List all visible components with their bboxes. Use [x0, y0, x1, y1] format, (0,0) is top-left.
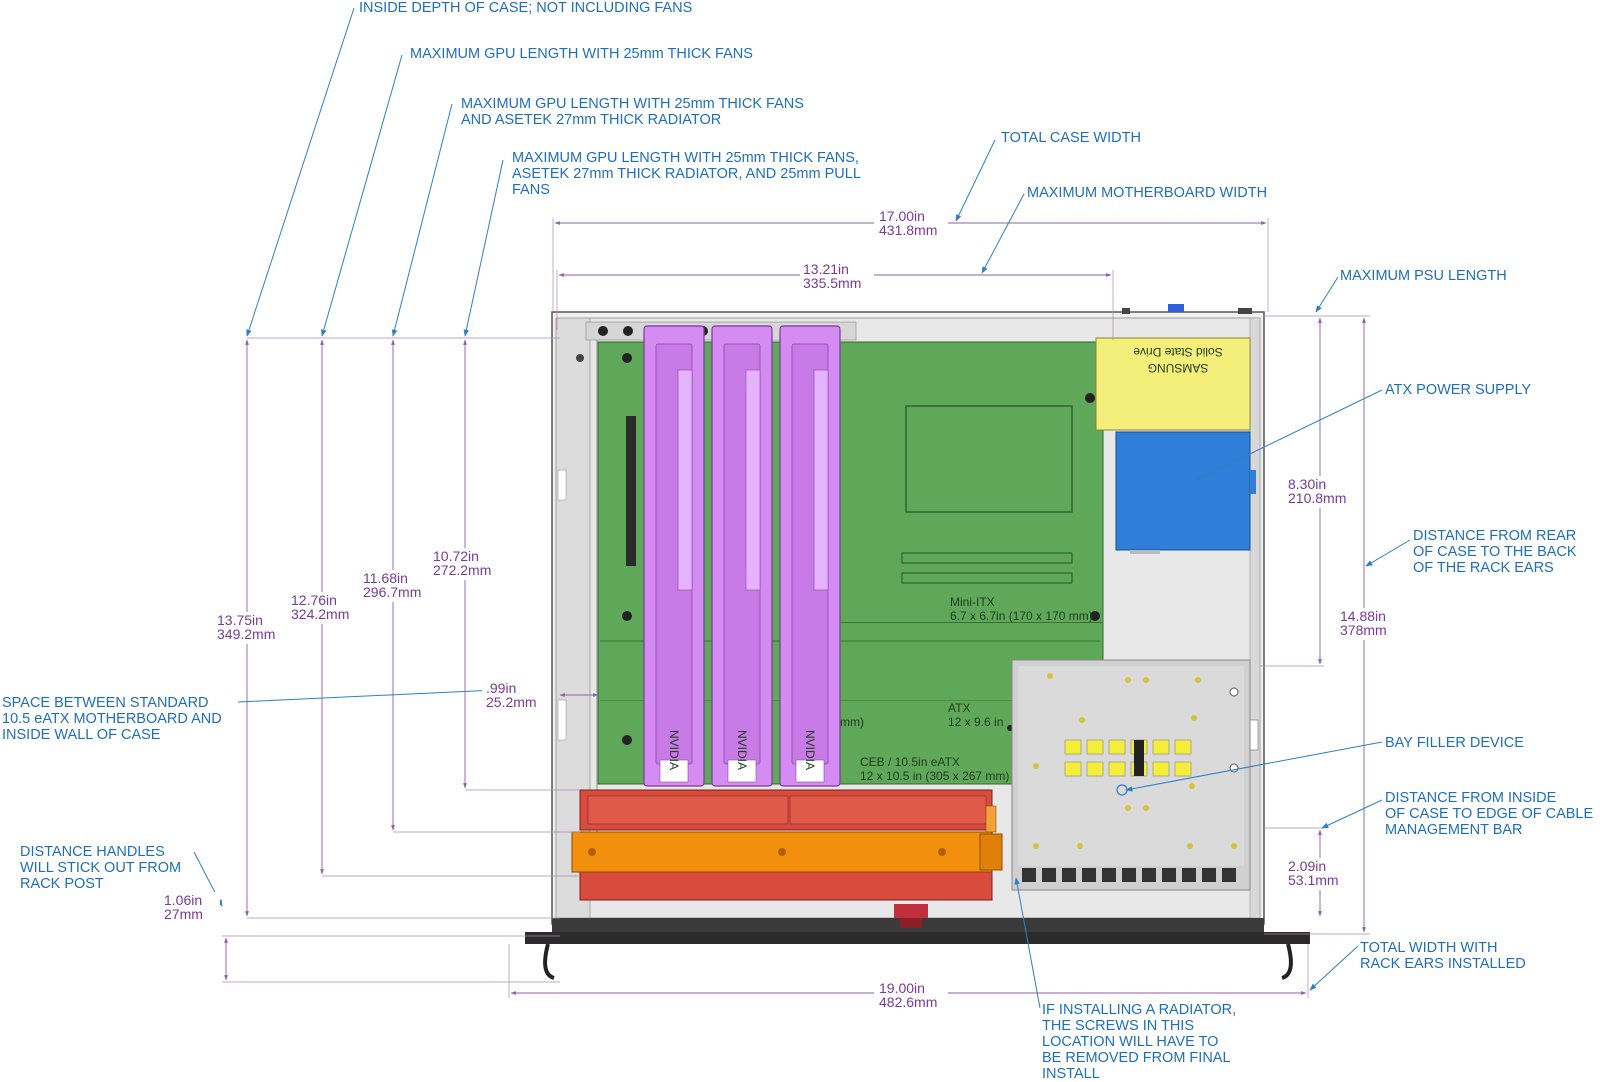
callout-radiator-screws-1: IF INSTALLING A RADIATOR,	[1042, 1002, 1236, 1018]
dim-gpu-length-radiator-in: 11.68in	[363, 570, 408, 586]
radiator	[571, 805, 1003, 873]
callout-total-width-ears-2: RACK EARS INSTALLED	[1360, 956, 1526, 972]
gpu-brand-1: NVIDIA	[667, 730, 681, 770]
callout-space-standard-1: SPACE BETWEEN STANDARD	[2, 695, 209, 711]
callout-gpu-length-radiator-1: MAXIMUM GPU LENGTH WITH 25mm THICK FANS	[461, 96, 804, 112]
dim-psu-length-in: 8.30in	[1288, 476, 1326, 492]
atx-label: ATX	[948, 701, 970, 715]
dim-psu-length-mm: 210.8mm	[1288, 490, 1346, 506]
dim-total-case-width-in: 17.00in	[879, 208, 925, 224]
callout-handles-2: WILL STICK OUT FROM	[20, 860, 181, 876]
callout-radiator-screws-2: THE SCREWS IN THIS	[1042, 1018, 1194, 1034]
dim-total-width-ears-in: 19.00in	[879, 980, 925, 996]
callout-gpu-length-25: MAXIMUM GPU LENGTH WITH 25mm THICK FANS	[410, 46, 753, 62]
callout-space-standard-3: INSIDE WALL OF CASE	[2, 727, 161, 743]
callout-gpu-length-radiator-2: AND ASETEK 27mm THICK RADIATOR	[461, 112, 721, 128]
dim-total-case-width-mm: 431.8mm	[879, 222, 937, 238]
dim-rear-to-ears-in: 14.88in	[1340, 608, 1386, 624]
callout-inside-depth: INSIDE DEPTH OF CASE; NOT INCLUDING FANS	[359, 0, 692, 16]
ssd: SAMSUNG Solid State Drive	[1095, 337, 1251, 431]
dim-handles-in: 1.06in	[164, 892, 202, 908]
callout-bay-filler: BAY FILLER DEVICE	[1385, 735, 1524, 751]
dim-mb-gap-in: .99in	[486, 680, 516, 696]
dim-mb-gap-mm: 25.2mm	[486, 694, 537, 710]
callout-radiator-screws-5: INSTALL	[1042, 1066, 1100, 1082]
callout-space-standard-2: 10.5 eATX MOTHERBOARD AND	[2, 711, 222, 727]
ssd-brand: SAMSUNG	[1148, 361, 1209, 375]
dim-inside-depth-in: 13.75in	[217, 612, 263, 628]
dimension-values: 17.00in 431.8mm 13.21in 335.5mm 8.30in 2…	[160, 208, 1398, 1012]
board-labels: Mini-ITX 6.7 x 6.7in (170 x 170 mm) ATX …	[840, 595, 1093, 783]
callout-cable-bar-3: MANAGEMENT BAR	[1385, 822, 1523, 838]
callout-total-case-width: TOTAL CASE WIDTH	[1001, 130, 1141, 146]
callout-atx-power-supply: ATX POWER SUPPLY	[1385, 382, 1531, 398]
callout-radiator-screws-4: BE REMOVED FROM FINAL	[1042, 1050, 1231, 1066]
gpu-card-1: NVIDIA	[643, 325, 705, 787]
dim-gpu-length-pull-in: 10.72in	[433, 548, 479, 564]
psu	[1115, 431, 1256, 554]
dim-rear-to-ears-mm: 378mm	[1340, 622, 1387, 638]
mini-itx-label: Mini-ITX	[950, 595, 995, 609]
callout-rear-to-ears-2: OF CASE TO THE BACK	[1413, 544, 1577, 560]
gpu-card-2: NVIDIA	[711, 325, 773, 787]
ceb-label: CEB / 10.5in eATX	[860, 755, 960, 769]
callout-gpu-length-pull-2: ASETEK 27mm THICK RADIATOR, AND 25mm PUL…	[512, 166, 861, 182]
dim-total-width-ears-mm: 482.6mm	[879, 994, 937, 1010]
dim-gpu-length-25-in: 12.76in	[291, 592, 337, 608]
callout-rear-to-ears-1: DISTANCE FROM REAR	[1413, 528, 1576, 544]
callout-radiator-screws-3: LOCATION WILL HAVE TO	[1042, 1034, 1218, 1050]
leader-lines	[193, 7, 1411, 1009]
dim-cable-bar-mm: 53.1mm	[1288, 872, 1339, 888]
dim-max-mb-width-in: 13.21in	[803, 261, 849, 277]
callout-total-width-ears-1: TOTAL WIDTH WITH	[1360, 940, 1497, 956]
callout-gpu-length-pull-3: FANS	[512, 182, 550, 198]
callout-gpu-length-pull-1: MAXIMUM GPU LENGTH WITH 25mm THICK FANS,	[512, 150, 859, 166]
callout-cable-bar-2: OF CASE TO EDGE OF CABLE	[1385, 806, 1593, 822]
dim-inside-depth-mm: 349.2mm	[217, 626, 275, 642]
atx-partial-label: mm)	[840, 715, 864, 729]
callout-handles-1: DISTANCE HANDLES	[20, 844, 165, 860]
callout-handles-3: RACK POST	[20, 876, 104, 892]
gpu-cards: NVIDIA NVIDIA NVIDIA	[643, 325, 841, 787]
dim-gpu-length-pull-mm: 272.2mm	[433, 562, 491, 578]
callout-cable-bar-1: DISTANCE FROM INSIDE	[1385, 790, 1557, 806]
ceb-size: 12 x 10.5 in (305 x 267 mm)	[860, 769, 1009, 783]
ssd-sub: Solid State Drive	[1133, 345, 1223, 359]
callout-max-psu-length: MAXIMUM PSU LENGTH	[1340, 268, 1507, 284]
mini-itx-size: 6.7 x 6.7in (170 x 170 mm)	[950, 609, 1093, 623]
dim-gpu-length-radiator-mm: 296.7mm	[363, 584, 421, 600]
callout-rear-to-ears-3: OF THE RACK EARS	[1413, 560, 1554, 576]
dim-gpu-length-25-mm: 324.2mm	[291, 606, 349, 622]
gpu-card-3: NVIDIA	[779, 325, 841, 787]
atx-size: 12 x 9.6 in	[948, 715, 1003, 729]
gpu-brand-3: NVIDIA	[803, 730, 817, 770]
bay-filler	[1011, 659, 1251, 891]
dim-handles-mm: 27mm	[164, 906, 203, 922]
dim-cable-bar-in: 2.09in	[1288, 858, 1326, 874]
gpu-brand-2: NVIDIA	[735, 730, 749, 770]
vertical-dimension-lines	[222, 337, 599, 983]
dim-max-mb-width-mm: 335.5mm	[803, 275, 861, 291]
callout-max-motherboard-width: MAXIMUM MOTHERBOARD WIDTH	[1027, 185, 1267, 201]
